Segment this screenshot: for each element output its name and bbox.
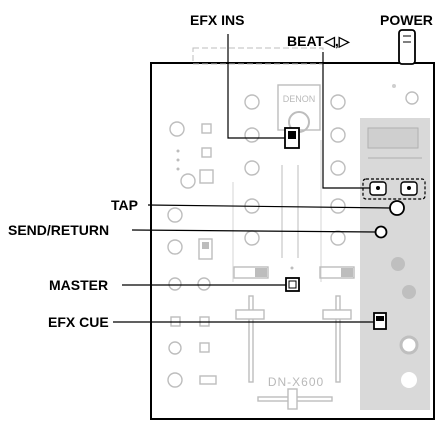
ch1-knob-3 [167,207,183,223]
ch1-knob-1 [169,121,185,137]
ch1-fader-track [248,295,254,383]
tap-label: TAP [111,197,138,213]
ch1-selector [198,238,213,260]
ch1-button-2 [201,147,212,158]
send-return-label: SEND/RETURN [8,222,109,238]
ch2-fader-switch [319,266,355,279]
ch1-fader-switch [233,266,269,279]
effects-knob-2 [402,285,416,299]
mixer-body: DENON [150,29,435,420]
effects-top-knob [405,91,419,105]
master-label: MASTER [49,277,108,293]
efx-ins-label: EFX INS [190,12,244,28]
tap-leader [147,204,391,209]
model-label: DN-X600 [268,375,324,389]
efx-cue-label: EFX CUE [48,314,109,330]
power-knob [398,29,416,65]
effects-knob-4 [401,372,417,388]
beat-label: BEAT◁,▷ [287,33,351,49]
effects-knob-1 [391,257,405,271]
effects-display [367,127,419,149]
top-grille [192,47,324,65]
power-label: POWER [380,12,433,28]
efx-ins-leader [227,34,285,139]
effects-knob-3 [399,335,419,355]
callout-labels: EFX INS POWER BEAT◁,▷ TAP SEND/RETURN MA… [8,12,433,330]
brand-label: DENON [283,94,316,104]
ch2-fader-track [335,295,341,383]
beat-leader [322,52,370,189]
tap-button [389,200,405,216]
send-return-leader [131,229,377,233]
highlighted-controls [284,127,426,330]
crossfader-knob [287,388,298,410]
ch1-knob-2 [180,173,196,189]
ch1-button-3 [199,169,214,184]
master-button [285,277,300,292]
beat-buttons-frame [362,178,426,200]
send-return-knob [374,225,388,239]
leader-lines [113,34,391,323]
ch1-knob-4 [167,239,183,255]
ch1-button-1 [201,123,212,134]
